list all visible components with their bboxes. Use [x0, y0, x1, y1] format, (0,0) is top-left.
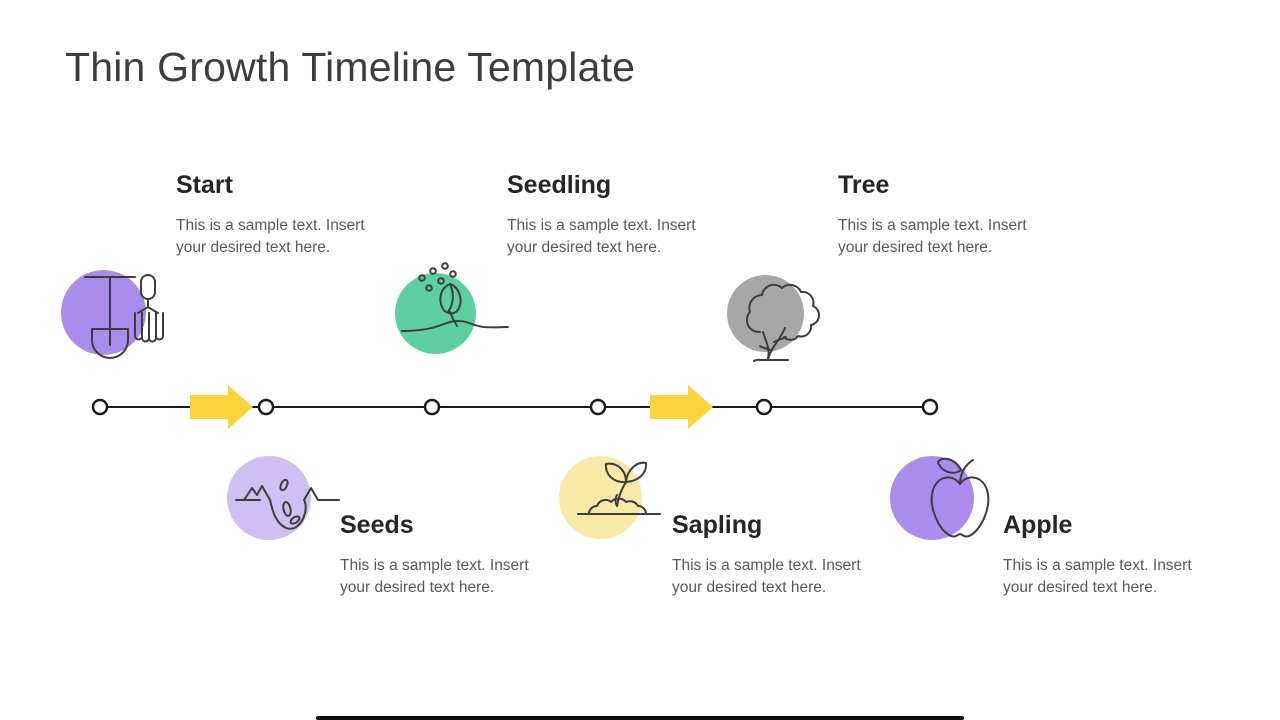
garden-tools-icon — [84, 274, 164, 359]
start-badge — [61, 270, 146, 355]
slide-title: Thin Growth Timeline Template — [65, 44, 636, 90]
milestone-tree-label: Tree — [838, 171, 890, 199]
milestone-seedling-description: This is a sample text. Insert your desir… — [507, 217, 696, 256]
arrow-right-icon — [190, 385, 253, 429]
milestone-seeds-label: Seeds — [340, 511, 414, 539]
milestone-apple: Apple This is a sample text. Insert your… — [1003, 510, 1208, 599]
milestone-sapling-description: This is a sample text. Insert your desir… — [672, 557, 861, 596]
timeline-node — [423, 398, 441, 416]
seedling-badge — [395, 273, 476, 354]
apple-icon — [930, 457, 990, 538]
milestone-tree: Tree This is a sample text. Insert your … — [838, 170, 1043, 259]
milestone-seeds-description: This is a sample text. Insert your desir… — [340, 557, 529, 596]
sapling-badge — [559, 456, 642, 539]
timeline-node — [91, 398, 109, 416]
sprout-drops-icon — [401, 262, 509, 332]
seeds-pit-icon — [235, 478, 340, 530]
sapling-mound-icon — [577, 461, 661, 515]
milestone-start-description: This is a sample text. Insert your desir… — [176, 217, 365, 256]
timeline-node — [755, 398, 773, 416]
arrow-right-icon — [650, 385, 713, 429]
milestone-sapling: Sapling This is a sample text. Insert yo… — [672, 510, 877, 599]
timeline — [91, 385, 939, 429]
milestone-seedling: Seedling This is a sample text. Insert y… — [507, 170, 712, 259]
milestone-sapling-label: Sapling — [672, 511, 763, 539]
milestone-start-label: Start — [176, 171, 233, 199]
timeline-node — [257, 398, 275, 416]
milestone-start: Start This is a sample text. Insert your… — [176, 170, 381, 259]
milestone-apple-label: Apple — [1003, 511, 1073, 539]
tree-icon — [745, 283, 821, 362]
milestone-seedling-label: Seedling — [507, 171, 612, 199]
milestone-apple-description: This is a sample text. Insert your desir… — [1003, 557, 1192, 596]
milestone-tree-description: This is a sample text. Insert your desir… — [838, 217, 1027, 256]
timeline-node — [921, 398, 939, 416]
milestone-seeds: Seeds This is a sample text. Insert your… — [340, 510, 545, 599]
bottom-bar — [316, 716, 964, 720]
timeline-node — [589, 398, 607, 416]
